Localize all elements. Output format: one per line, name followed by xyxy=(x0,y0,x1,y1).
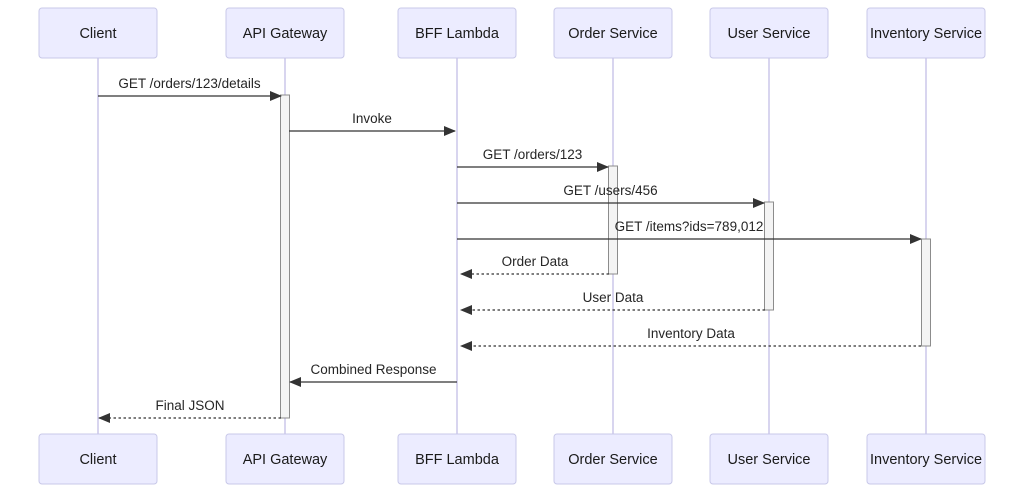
participant-label-client: Client xyxy=(79,452,116,468)
participant-label-user-service: User Service xyxy=(728,452,811,468)
message-label: Inventory Data xyxy=(647,326,735,341)
participant-box-top-client xyxy=(38,7,158,59)
participant-box-bottom-user-service xyxy=(709,433,829,485)
message-label: Order Data xyxy=(502,254,569,269)
participant-box-top-api-gateway xyxy=(225,7,345,59)
participant-box-bottom-inventory-service xyxy=(866,433,986,485)
activation-bar-user-service xyxy=(764,201,774,311)
message-label: GET /orders/123 xyxy=(483,147,583,162)
participant-box-bottom-order-service xyxy=(553,433,673,485)
activation-bar-api-gateway xyxy=(280,94,290,419)
participant-label-user-service: User Service xyxy=(728,26,811,42)
participant-box-top-bff-lambda xyxy=(397,7,517,59)
message-label: Invoke xyxy=(352,111,392,126)
activation-bar-inventory-service xyxy=(921,238,931,347)
participant-box-bottom-bff-lambda xyxy=(397,433,517,485)
participant-box-top-inventory-service xyxy=(866,7,986,59)
participant-box-bottom-api-gateway xyxy=(225,433,345,485)
message-label: Final JSON xyxy=(155,398,224,413)
message-label: GET /users/456 xyxy=(563,183,657,198)
participant-label-bff-lambda: BFF Lambda xyxy=(415,452,500,468)
participant-label-api-gateway: API Gateway xyxy=(243,26,328,42)
message-label: GET /items?ids=789,012 xyxy=(615,219,764,234)
participant-label-api-gateway: API Gateway xyxy=(243,452,328,468)
message-label: User Data xyxy=(583,290,644,305)
participant-label-client: Client xyxy=(79,26,116,42)
participant-label-order-service: Order Service xyxy=(568,26,657,42)
participant-box-top-user-service xyxy=(709,7,829,59)
participant-label-order-service: Order Service xyxy=(568,452,657,468)
activation-bar-order-service xyxy=(608,165,618,275)
participant-label-inventory-service: Inventory Service xyxy=(870,452,982,468)
message-label: Combined Response xyxy=(310,362,436,377)
participant-box-top-order-service xyxy=(553,7,673,59)
participant-label-inventory-service: Inventory Service xyxy=(870,26,982,42)
participant-label-bff-lambda: BFF Lambda xyxy=(415,26,500,42)
message-label: GET /orders/123/details xyxy=(118,76,261,91)
participant-box-bottom-client xyxy=(38,433,158,485)
